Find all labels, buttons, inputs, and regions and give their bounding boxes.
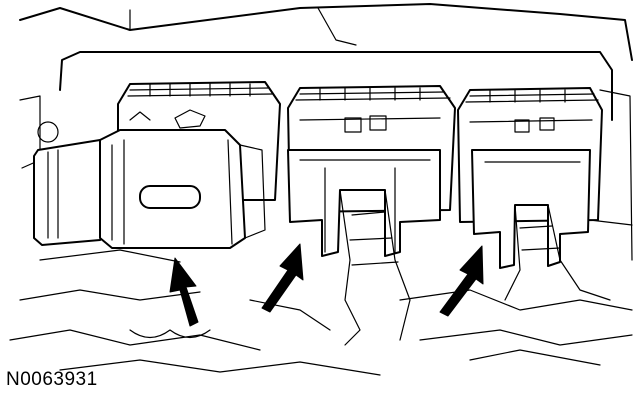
arrow-2-icon [261, 243, 304, 313]
connector-3-icon [457, 87, 611, 301]
connector-2-icon [287, 85, 456, 346]
module-housing [19, 3, 633, 261]
wiring-harness [9, 249, 633, 376]
arrow-3-icon [439, 245, 484, 317]
arrow-1-icon [169, 257, 199, 327]
figure-reference-code: N0063931 [6, 369, 98, 390]
connector-1-icon [33, 81, 281, 249]
